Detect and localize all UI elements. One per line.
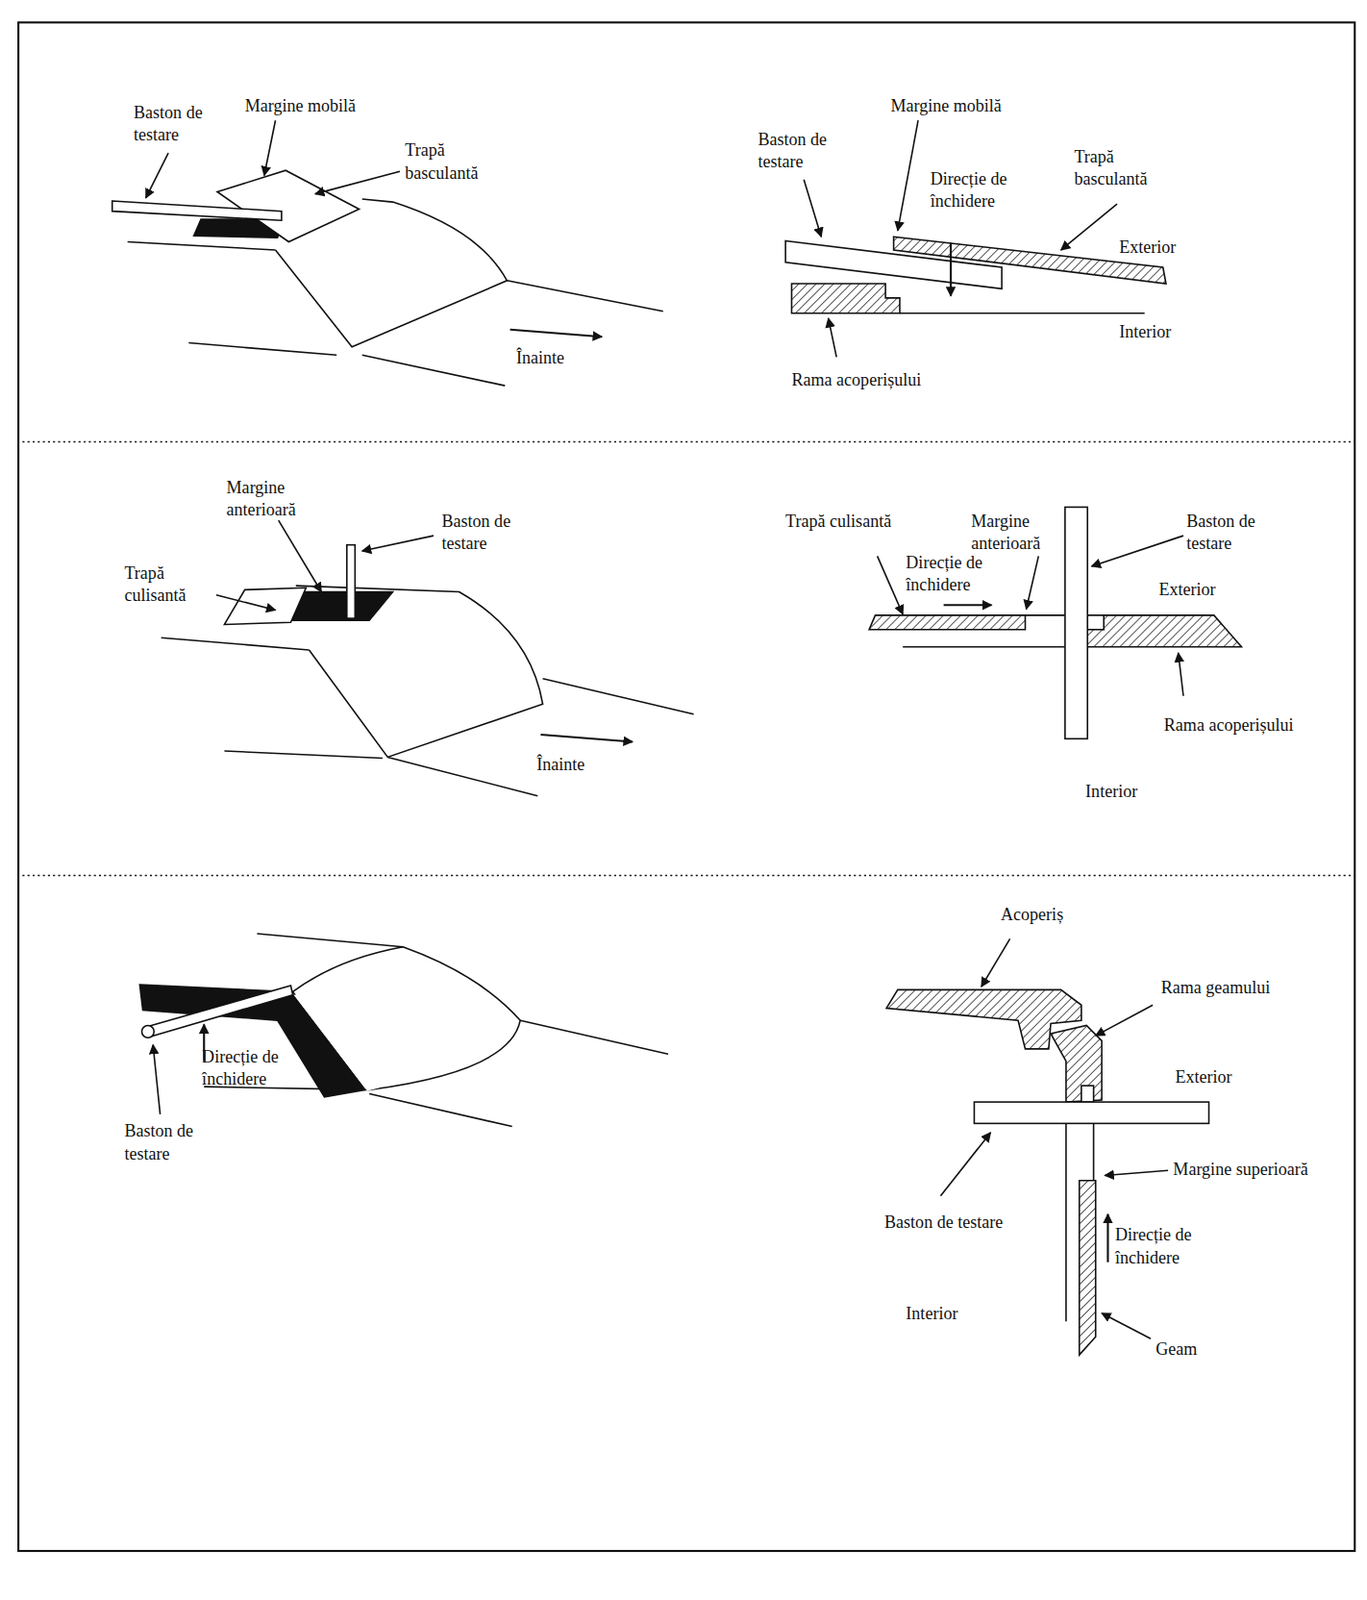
part-label: Trapă basculantă [1073, 146, 1164, 192]
part-label: Înainte [536, 753, 585, 776]
part-label: Rama geamului [1161, 976, 1271, 999]
part-label: Baston de testare [757, 128, 847, 174]
part-label: Geam [1155, 1338, 1197, 1361]
part-label: Direcție de închidere [930, 168, 1033, 214]
part-label: Margine mobilă [890, 95, 1001, 118]
part-label: Baston de testare [1186, 510, 1276, 556]
part-label: Rama acoperișului [1164, 714, 1294, 737]
part-label: Acoperiș [1000, 903, 1064, 926]
part-label: Interior [1118, 321, 1171, 344]
part-label: Înainte [516, 347, 565, 370]
part-label: Interior [905, 1302, 958, 1325]
part-label: Margine anterioară [226, 476, 317, 522]
part-label: Exterior [1118, 236, 1176, 259]
part-label: Margine superioară [1172, 1159, 1308, 1182]
part-label: Trapă culisantă [785, 510, 892, 533]
part-label: Direcție de închidere [1115, 1223, 1218, 1269]
part-label: Baston de testare [133, 101, 224, 148]
part-label: Margine anterioară [970, 510, 1061, 556]
part-label: Exterior [1174, 1066, 1232, 1089]
part-label: Trapă culisantă [124, 562, 214, 608]
part-label: Rama acoperișului [791, 369, 921, 392]
part-label: Direcție de închidere [905, 551, 1008, 597]
part-label: Margine mobilă [245, 95, 356, 118]
part-label: Direcție de închidere [201, 1045, 304, 1092]
part-label: Interior [1085, 780, 1138, 803]
part-label: Trapă basculantă [404, 139, 495, 185]
part-label: Baston de testare [441, 510, 531, 556]
part-label: Baston de testare [124, 1119, 214, 1166]
part-label: Exterior [1159, 578, 1217, 601]
part-label: Baston de testare [884, 1211, 1003, 1234]
